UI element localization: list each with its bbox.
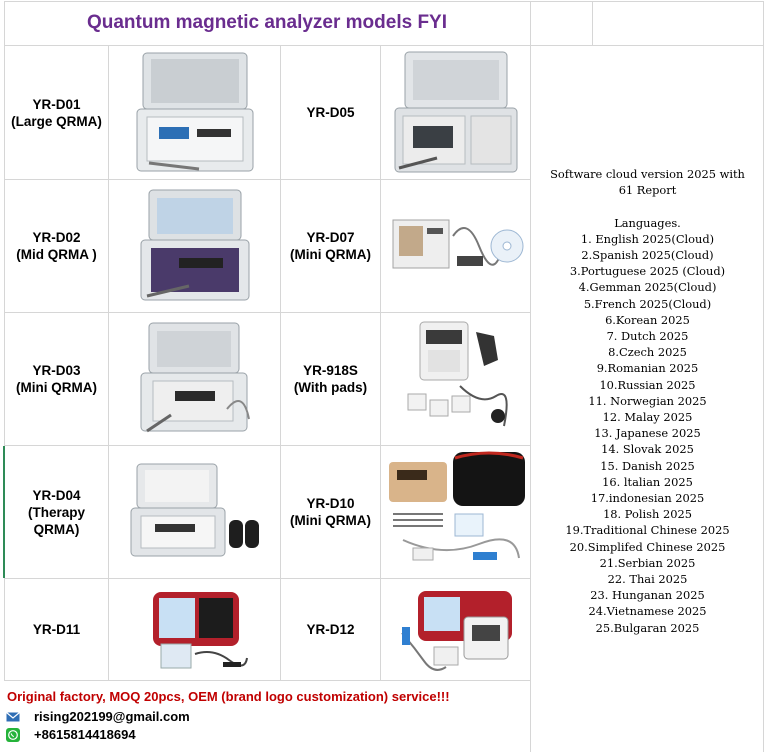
- language-item: 23. Hunganan 2025: [590, 588, 705, 603]
- language-item: 3.Portuguese 2025 (Cloud): [569, 264, 726, 279]
- model-label: YR-D05: [306, 105, 355, 120]
- product-photo-yr-d01: [109, 46, 280, 179]
- language-item: 20.Simplifed Chinese 2025: [569, 539, 726, 554]
- spacer: [531, 198, 764, 214]
- grid-line: [280, 45, 281, 681]
- sheet-title: Quantum magnetic analyzer models FYI: [86, 12, 448, 33]
- model-label: YR-D10 (Mini QRMA): [290, 496, 371, 528]
- language-item: 19.Traditional Chinese 2025: [565, 523, 730, 538]
- model-label: YR-D01 (Large QRMA): [11, 96, 102, 129]
- model-label: YR-D12: [306, 622, 355, 637]
- language-item: 21.Serbian 2025: [599, 555, 696, 570]
- language-item: 7. Dutch 2025: [606, 329, 689, 344]
- language-item: 4.Gemman 2025(Cloud): [578, 280, 717, 295]
- language-item: 1. English 2025(Cloud): [580, 231, 715, 246]
- grid-line: [592, 1, 593, 45]
- language-item: 14. Slovak 2025: [601, 442, 694, 457]
- language-item: 2.Spanish 2025(Cloud): [581, 248, 714, 262]
- model-label: YR-D04 (Therapy QRMA): [27, 487, 85, 537]
- email-address[interactable]: rising202199@gmail.com: [34, 709, 190, 724]
- software-line: Software cloud version 2025 with: [550, 167, 745, 181]
- model-label: YR-D03 (Mini QRMA): [16, 363, 97, 395]
- product-photo-yr-d05: [381, 46, 530, 179]
- email-contact: rising202199@gmail.com: [6, 709, 190, 724]
- grid-line: [4, 680, 530, 681]
- model-label: YR-D11: [32, 622, 81, 637]
- grid-line: [4, 1, 5, 681]
- model-label: YR-918S (With pads): [293, 363, 368, 395]
- product-photo-yr-d02: [109, 180, 280, 312]
- language-item: 25.Bulgaran 2025: [595, 620, 700, 635]
- language-item: 22. Thai 2025: [607, 572, 688, 587]
- language-item: 18. Polish 2025: [603, 507, 692, 522]
- phone-contact: +8615814418694: [6, 727, 136, 742]
- model-label: YR-D02 (Mid QRMA ): [16, 230, 97, 262]
- product-photo-yr-d11: [109, 579, 280, 680]
- language-item: 13. Japanese 2025: [594, 426, 701, 441]
- grid-line: [4, 312, 530, 313]
- grid-line: [380, 45, 381, 681]
- language-item: 9.Romanian 2025: [596, 361, 699, 376]
- language-item: 6.Korean 2025: [605, 312, 690, 327]
- product-photo-yr-d04: [109, 446, 280, 578]
- language-item: 10.Russian 2025: [599, 377, 696, 392]
- product-photo-yr-918s: [381, 313, 530, 445]
- product-photo-yr-d12: [381, 579, 530, 680]
- grid-line: [108, 45, 109, 681]
- whatsapp-icon: [6, 727, 20, 742]
- phone-number[interactable]: +8615814418694: [34, 727, 136, 742]
- language-item: 12. Malay 2025: [602, 410, 693, 425]
- grid-line: [4, 445, 530, 446]
- grid-line: [4, 179, 530, 180]
- software-info: Software cloud version 2025 with 61 Repo…: [531, 166, 764, 636]
- language-item: 15. Danish 2025: [600, 458, 695, 473]
- grid-line: [530, 1, 531, 752]
- product-photo-yr-d07: [381, 180, 530, 312]
- service-notice: Original factory, MOQ 20pcs, OEM (brand …: [7, 689, 450, 704]
- language-item: 5.French 2025(Cloud): [583, 296, 712, 311]
- language-item: 16. ltalian 2025: [602, 474, 693, 489]
- mail-icon: [6, 710, 20, 724]
- model-label: YR-D07 (Mini QRMA): [290, 230, 371, 262]
- language-item: 8.Czech 2025: [608, 345, 687, 360]
- language-item: 11. Norwegian 2025: [588, 393, 707, 408]
- language-item: 24.Vietnamese 2025: [588, 604, 707, 619]
- row-highlight-bar: [3, 446, 5, 578]
- grid-line: [4, 45, 764, 46]
- grid-line: [4, 1, 764, 2]
- software-line: 61 Report: [618, 183, 677, 198]
- grid-line: [4, 578, 530, 579]
- product-photo-yr-d03: [109, 313, 280, 445]
- language-item: 17.indonesian 2025: [590, 491, 705, 506]
- product-photo-yr-d10: [381, 446, 530, 578]
- languages-heading: Languages.: [614, 215, 681, 230]
